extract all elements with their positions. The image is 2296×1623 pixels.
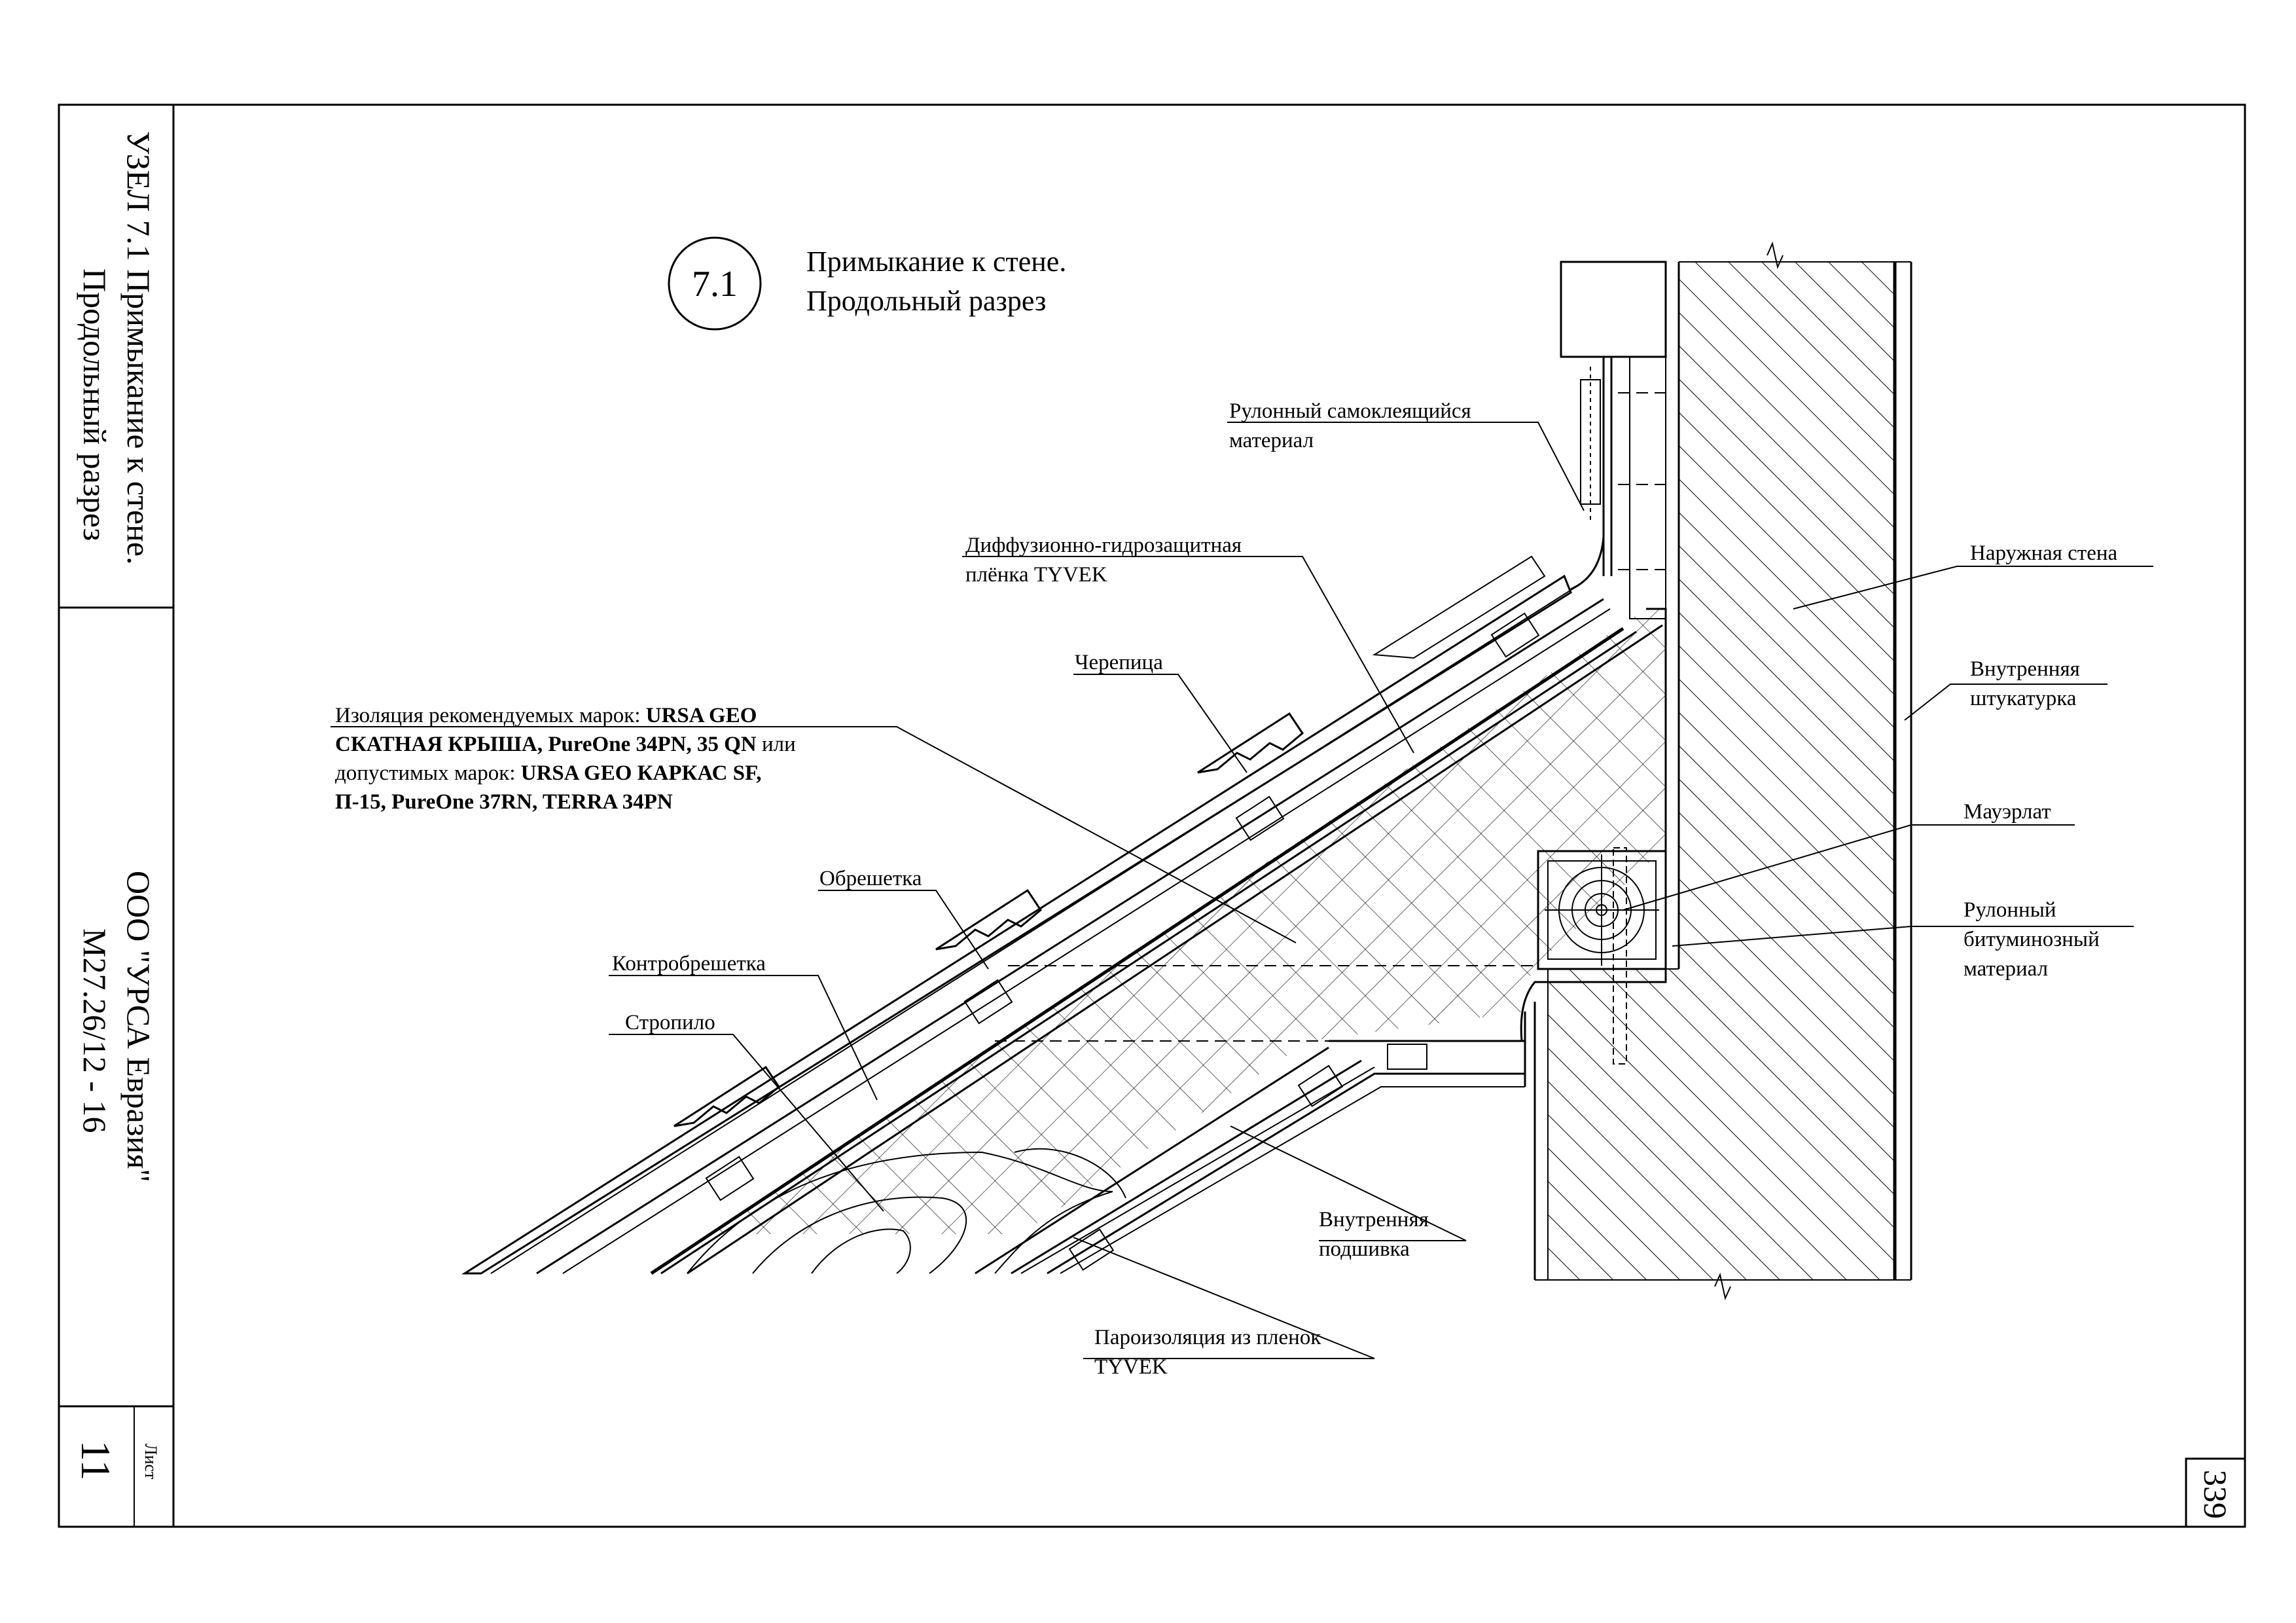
- insulation-line3b: URSA GEO КАРКАС SF,: [521, 761, 762, 785]
- drawing-title-line2: Продольный разрез: [806, 285, 1046, 317]
- label-plaster-1: Внутренняя: [1970, 657, 2080, 681]
- sidebar-title-block: УЗЕЛ 7.1 Примыкание к стене. Продольный …: [73, 131, 160, 1481]
- sheet-number: 11: [73, 1440, 119, 1481]
- insulation-line1b: URSA GEO: [646, 704, 757, 727]
- label-batten: Обрешетка: [819, 867, 922, 890]
- label-self-adhesive-1: Рулонный самоклеящийся: [1229, 399, 1471, 423]
- mauerlat: [995, 847, 1667, 1065]
- outer-wall: [1534, 241, 1912, 1301]
- label-rafter: Стропило: [625, 1011, 715, 1034]
- upper-wall-abutment: [1560, 261, 1667, 619]
- label-insulation-1: Изоляция рекомендуемых марок: URSA GEO: [335, 704, 757, 727]
- label-vapor-1: Пароизоляция из пленок: [1094, 1326, 1321, 1349]
- insulation-line1a: Изоляция рекомендуемых марок:: [335, 704, 646, 727]
- label-bitumen-1: Рулонный: [1964, 898, 2056, 922]
- label-insulation-4: П-15, PureOne 37RN, TERRA 34PN: [335, 790, 673, 814]
- label-insulation-2: СКАТНАЯ КРЫША, PureOne 34PN, 35 QN или: [335, 733, 796, 756]
- label-bitumen-3: материал: [1964, 957, 2048, 981]
- label-counter-batten: Контробрешетка: [612, 952, 766, 976]
- drawing-title: 7.1 Примыкание к стене. Продольный разре…: [668, 236, 1066, 331]
- sheet-frame: [58, 103, 2246, 1528]
- insulation-line2b: или: [757, 733, 796, 756]
- node-title-line2: Продольный разрез: [77, 268, 113, 541]
- sheet-label: Лист: [141, 1444, 160, 1479]
- label-tyvek-1: Диффузионно-гидрозащитная: [965, 534, 1242, 557]
- leader-lines: [331, 422, 2153, 1359]
- drawing-title-line1: Примыкание к стене.: [806, 246, 1066, 278]
- document-code: М27.26/12 - 16: [77, 928, 113, 1133]
- company-name: ООО "УРСА Евразия": [120, 871, 157, 1182]
- label-self-adhesive-2: материал: [1229, 429, 1314, 452]
- callout-labels: Рулонный самоклеящийся материал Диффузио…: [335, 399, 2118, 1379]
- label-tyvek-2: плёнка TYVEK: [965, 563, 1107, 587]
- insulation-line3a: допустимых марок:: [335, 761, 521, 785]
- tile-profiles: [673, 555, 1546, 1127]
- label-tile: Черепица: [1075, 651, 1163, 674]
- node-title-line1: УЗЕЛ 7.1 Примыкание к стене.: [120, 131, 157, 565]
- batten-blocks: [705, 612, 1540, 1271]
- label-insulation-3: допустимых марок: URSA GEO КАРКАС SF,: [335, 761, 761, 785]
- label-bitumen-2: битуминозный: [1964, 928, 2100, 951]
- insulation-line2a: СКАТНАЯ КРЫША, PureOne 34PN, 35 QN: [335, 733, 757, 756]
- label-plaster-2: штукатурка: [1970, 687, 2077, 710]
- node-id: 7.1: [692, 264, 738, 304]
- insulation-fill: [710, 609, 1666, 1234]
- label-inner-lining-1: Внутренняя: [1319, 1208, 1429, 1231]
- page-number: 339: [2197, 1470, 2234, 1519]
- label-mauerlat: Мауэрлат: [1964, 800, 2051, 824]
- label-inner-lining-2: подшивка: [1319, 1237, 1410, 1261]
- label-vapor-2: TYVEK: [1094, 1355, 1168, 1379]
- node-marker-circle: [668, 236, 762, 331]
- label-outer-wall: Наружная стена: [1970, 541, 2118, 565]
- roof-slope: [461, 555, 1667, 1275]
